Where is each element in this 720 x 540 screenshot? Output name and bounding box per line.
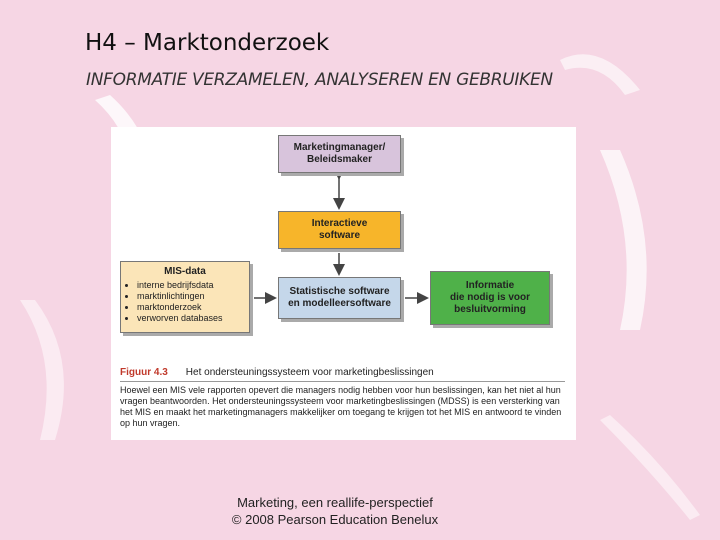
footer-line-2: © 2008 Pearson Education Benelux [231, 512, 439, 527]
slide-footer: Marketing, een reallife-perspectief © 20… [0, 494, 670, 528]
manager-box: Marketingmanager/ Beleidsmaker [278, 135, 401, 173]
caption-divider [120, 381, 565, 382]
figure-caption-text: Hoewel een MIS vele rapporten opevert di… [120, 385, 562, 428]
mis-data-item: marktonderzoek [137, 302, 243, 313]
information-box-label: Informatie die nodig is voor besluitvorm… [449, 280, 530, 315]
slide-title: H4 – Marktonderzoek [85, 30, 330, 56]
mis-data-list: interne bedrijfsdata marktinlichtingen m… [127, 280, 243, 324]
mis-data-item: marktinlichtingen [137, 291, 243, 302]
figure-title: Het ondersteuningssysteem voor marketing… [185, 367, 434, 378]
software-box: Interactieve software [278, 211, 401, 249]
slide-subtitle: INFORMATIE VERZAMELEN, ANALYSEREN EN GEB… [86, 70, 553, 90]
mis-data-box: MIS-data interne bedrijfsdata marktinlic… [120, 261, 250, 333]
software-box-label: Interactieve software [311, 218, 368, 241]
mis-data-item: verworven databases [137, 313, 243, 324]
stat-software-box: Statistische software en modelleersoftwa… [278, 277, 401, 319]
mis-data-item: interne bedrijfsdata [137, 280, 243, 291]
footer-line-1: Marketing, een reallife-perspectief [237, 495, 433, 510]
mis-data-title: MIS-data [164, 266, 206, 277]
manager-box-label: Marketingmanager/ Beleidsmaker [293, 142, 386, 165]
figure-number: Figuur 4.3 [120, 367, 168, 378]
figure-panel: Marketingmanager/ Beleidsmaker Interacti… [111, 127, 576, 440]
diagram-arrows [254, 168, 429, 304]
information-box: Informatie die nodig is voor besluitvorm… [430, 271, 550, 325]
stat-software-box-label: Statistische software en modelleersoftwa… [288, 286, 391, 309]
figure-caption-heading: Figuur 4.3 Het ondersteuningssysteem voor… [120, 367, 434, 378]
